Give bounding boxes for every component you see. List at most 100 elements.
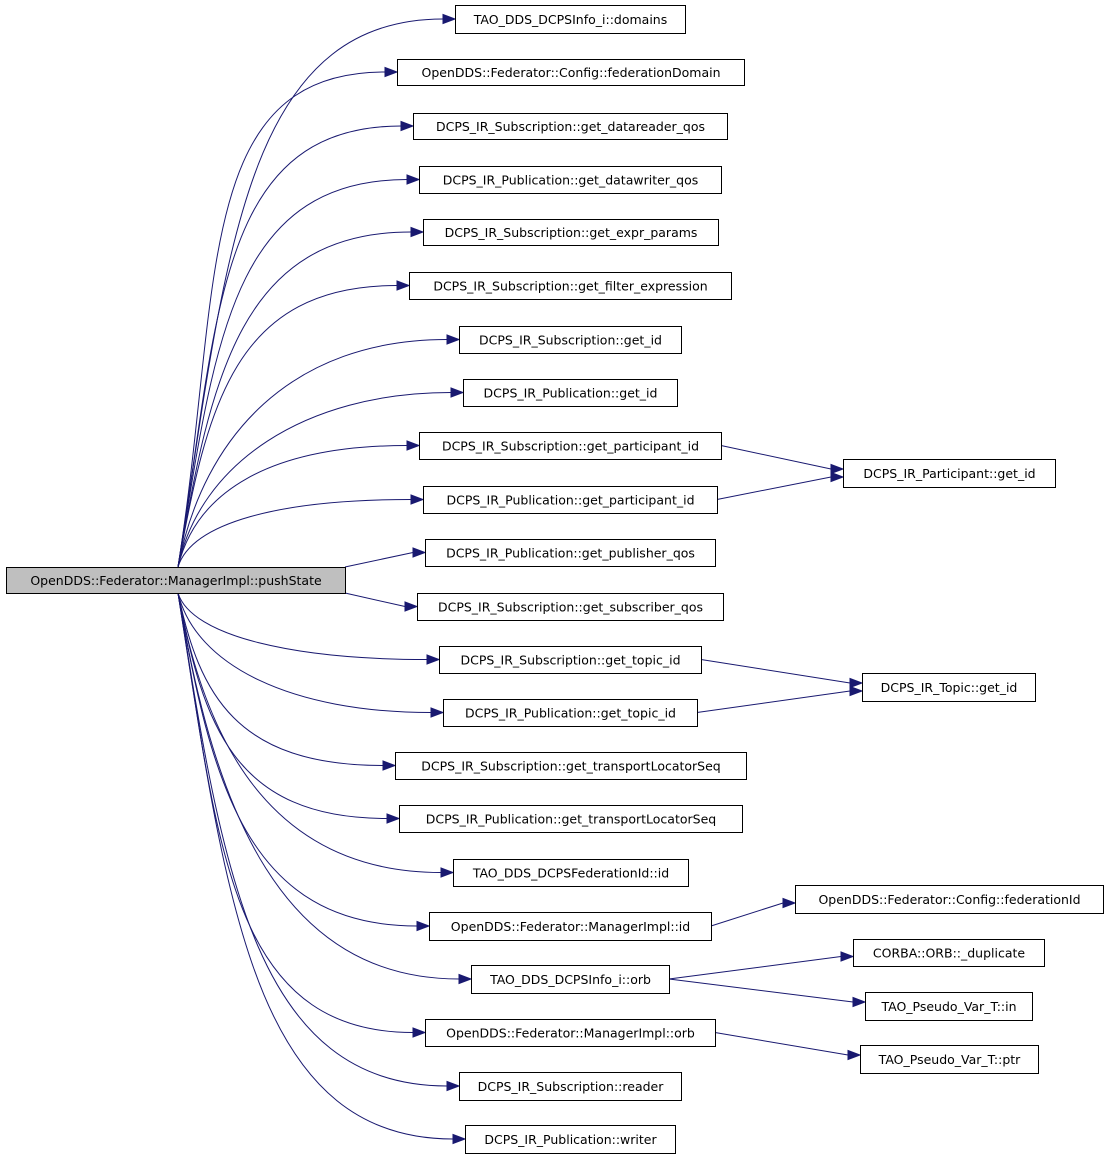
node-box <box>423 219 719 246</box>
node-label: DCPS_IR_Publication::get_topic_id <box>465 706 676 721</box>
call-nodes: OpenDDS::Federator::ManagerImpl::pushSta… <box>6 5 1104 1154</box>
node-label: TAO_Pseudo_Var_T::in <box>880 999 1016 1014</box>
node-box <box>459 1072 682 1101</box>
call-edge-n19-n26 <box>668 951 855 980</box>
node-box <box>853 939 1045 967</box>
function-node[interactable]: DCPS_IR_Publication::get_datawriter_qos <box>419 166 722 194</box>
node-label: TAO_DDS_DCPSFederationId::id <box>472 866 669 881</box>
call-edge-root-n21 <box>177 592 461 1092</box>
edge-arrowhead <box>458 973 473 985</box>
edge-line <box>177 445 408 568</box>
edge-arrowhead <box>410 494 425 505</box>
node-box <box>413 113 728 140</box>
function-node[interactable]: TAO_DDS_DCPSInfo_i::domains <box>455 5 686 34</box>
function-node[interactable]: DCPS_IR_Subscription::reader <box>459 1072 682 1101</box>
edge-arrowhead <box>430 707 445 718</box>
function-node[interactable]: DCPS_IR_Subscription::get_datareader_qos <box>413 113 728 140</box>
call-edge-root-n22 <box>177 592 467 1145</box>
node-label: OpenDDS::Federator::ManagerImpl::id <box>451 919 690 934</box>
node-box <box>397 59 745 86</box>
edge-arrowhead <box>396 280 411 291</box>
node-box <box>419 432 722 460</box>
node-box <box>6 567 346 594</box>
function-node[interactable]: DCPS_IR_Subscription::get_filter_express… <box>409 272 732 300</box>
node-box <box>423 486 718 514</box>
function-node[interactable]: DCPS_IR_Participant::get_id <box>843 459 1056 488</box>
edge-arrowhead <box>410 226 425 238</box>
node-box <box>395 752 747 780</box>
function-node[interactable]: CORBA::ORB::_duplicate <box>853 939 1045 967</box>
edge-line <box>177 339 448 568</box>
function-node[interactable]: DCPS_IR_Publication::get_topic_id <box>443 699 698 727</box>
edge-arrowhead <box>446 1080 461 1092</box>
node-label: DCPS_IR_Subscription::get_transportLocat… <box>421 759 721 774</box>
edge-line <box>177 592 432 713</box>
function-node[interactable]: DCPS_IR_Publication::get_publisher_qos <box>425 539 716 567</box>
function-node[interactable]: DCPS_IR_Subscription::get_topic_id <box>439 646 702 674</box>
node-label: DCPS_IR_Publication::get_id <box>484 386 658 401</box>
call-edge-root-n15 <box>177 592 397 771</box>
function-node[interactable]: TAO_Pseudo_Var_T::ptr <box>860 1045 1039 1074</box>
node-label: OpenDDS::Federator::Config::federationId <box>818 892 1080 907</box>
function-node[interactable]: DCPS_IR_Publication::get_participant_id <box>423 486 718 514</box>
function-node[interactable]: OpenDDS::Federator::ManagerImpl::orb <box>425 1019 716 1047</box>
node-label: DCPS_IR_Publication::get_participant_id <box>446 493 694 508</box>
node-box <box>443 699 698 727</box>
node-label: TAO_DDS_DCPSInfo_i::orb <box>489 972 651 987</box>
edge-line <box>177 231 412 568</box>
edge-arrowhead <box>452 1133 467 1145</box>
node-box <box>471 965 670 994</box>
edge-line <box>668 956 842 980</box>
function-node[interactable]: DCPS_IR_Subscription::get_expr_params <box>423 219 719 246</box>
function-node[interactable]: OpenDDS::Federator::ManagerImpl::id <box>429 912 712 941</box>
call-edge-n13-n24 <box>700 659 864 689</box>
edge-line <box>177 592 442 873</box>
node-box <box>463 379 678 407</box>
node-box <box>453 859 689 887</box>
node-label: DCPS_IR_Subscription::get_id <box>479 333 662 348</box>
function-node[interactable]: TAO_Pseudo_Var_T::in <box>865 992 1033 1021</box>
call-edge-root-n10 <box>177 494 425 568</box>
edge-arrowhead <box>384 66 399 78</box>
call-edge-root-n13 <box>177 592 441 665</box>
function-node[interactable]: DCPS_IR_Topic::get_id <box>862 673 1036 702</box>
edge-arrowhead <box>830 471 845 483</box>
call-edge-root-n3 <box>177 120 415 568</box>
edge-line <box>714 1032 849 1056</box>
node-label: DCPS_IR_Topic::get_id <box>881 680 1018 695</box>
node-box <box>465 1125 676 1154</box>
function-node[interactable]: DCPS_IR_Subscription::get_subscriber_qos <box>417 593 724 621</box>
root-function-node[interactable]: OpenDDS::Federator::ManagerImpl::pushSta… <box>6 567 346 594</box>
function-node[interactable]: DCPS_IR_Publication::writer <box>465 1125 676 1154</box>
call-edge-root-n4 <box>177 174 421 568</box>
function-node[interactable]: DCPS_IR_Publication::get_id <box>463 379 678 407</box>
edge-arrowhead <box>400 120 415 132</box>
edge-arrowhead <box>849 677 864 689</box>
node-label: CORBA::ORB::_duplicate <box>873 946 1026 961</box>
function-node[interactable]: OpenDDS::Federator::Config::federationId <box>795 885 1104 914</box>
node-label: DCPS_IR_Publication::get_transportLocato… <box>426 812 716 827</box>
function-node[interactable]: DCPS_IR_Subscription::get_participant_id <box>419 432 722 460</box>
edge-arrowhead <box>847 1049 862 1061</box>
node-box <box>419 166 722 194</box>
function-node[interactable]: OpenDDS::Federator::Config::federationDo… <box>397 59 745 86</box>
edge-line <box>177 499 412 568</box>
function-node[interactable]: TAO_DDS_DCPSFederationId::id <box>453 859 689 887</box>
edge-line <box>177 392 452 568</box>
function-node[interactable]: DCPS_IR_Publication::get_transportLocato… <box>399 805 743 833</box>
edge-arrowhead <box>404 601 419 612</box>
edge-arrowhead <box>446 334 461 345</box>
node-label: OpenDDS::Federator::Config::federationDo… <box>422 65 721 80</box>
function-node[interactable]: DCPS_IR_Subscription::get_transportLocat… <box>395 752 747 780</box>
node-label: TAO_DDS_DCPSInfo_i::domains <box>473 12 667 27</box>
call-edges <box>177 13 867 1145</box>
node-box <box>429 912 712 941</box>
function-node[interactable]: TAO_DDS_DCPSInfo_i::orb <box>471 965 670 994</box>
call-edge-n9-n23 <box>720 445 845 475</box>
node-label: OpenDDS::Federator::ManagerImpl::pushSta… <box>30 573 322 588</box>
call-edge-n19-n27 <box>668 978 867 1008</box>
edge-line <box>177 592 454 1140</box>
function-node[interactable]: DCPS_IR_Subscription::get_id <box>459 326 682 354</box>
node-label: DCPS_IR_Subscription::get_filter_express… <box>433 279 707 294</box>
edge-line <box>668 978 854 1003</box>
